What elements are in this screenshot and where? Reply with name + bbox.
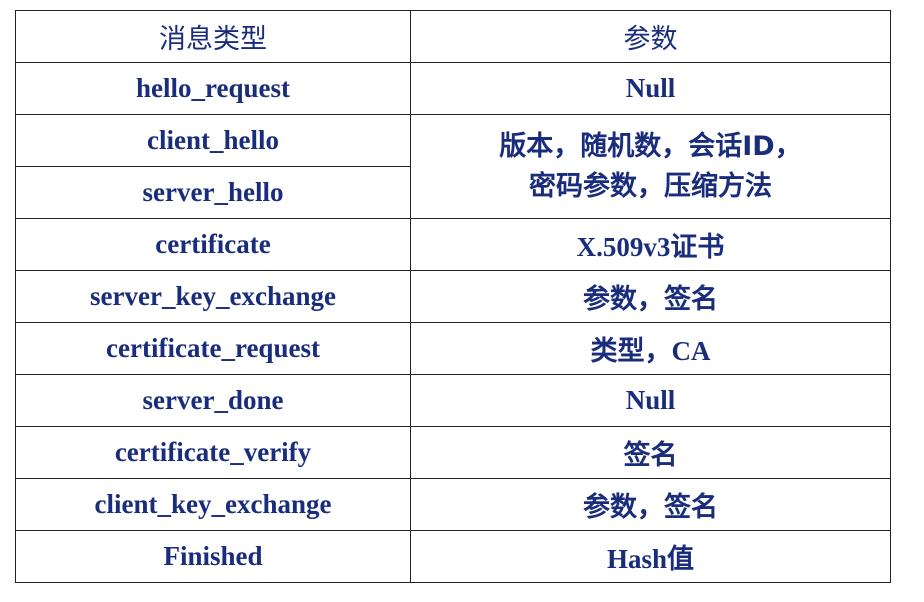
parameter-cell: Null <box>410 374 891 427</box>
parameter-cell: Hash值 <box>410 530 891 583</box>
parameter-cell: 参数，签名 <box>410 270 891 323</box>
message-type-cell: certificate <box>15 218 411 271</box>
message-type-cell: client_hello <box>15 114 411 167</box>
parameter-cell: X.509v3证书 <box>410 218 891 271</box>
message-type-cell: server_done <box>15 374 411 427</box>
header-parameters: 参数 <box>410 10 891 63</box>
table-row: client_key_exchange 参数，签名 <box>15 478 891 531</box>
table-row: server_hello <box>15 166 891 219</box>
message-parameter-table: 消息类型 参数 hello_request Null client_hello … <box>15 10 891 583</box>
parameter-cell: 类型，CA <box>410 322 891 375</box>
table-row: hello_request Null <box>15 62 891 115</box>
message-type-cell: client_key_exchange <box>15 478 411 531</box>
parameter-cell-merged: 版本，随机数，会话ID， 密码参数，压缩方法 <box>410 114 891 219</box>
parameter-cell: Null <box>410 62 891 115</box>
table-row: client_hello 版本，随机数，会话ID， 密码参数，压缩方法 <box>15 114 891 219</box>
table-row: certificate X.509v3证书 <box>15 218 891 271</box>
header-message-type: 消息类型 <box>15 10 411 63</box>
message-type-cell: server_key_exchange <box>15 270 411 323</box>
parameter-cell: 参数，签名 <box>410 478 891 531</box>
message-type-cell: certificate_verify <box>15 426 411 479</box>
table-row: Finished Hash值 <box>15 530 891 583</box>
message-type-cell: server_hello <box>15 166 411 219</box>
message-type-cell: hello_request <box>15 62 411 115</box>
message-type-cell: Finished <box>15 530 411 583</box>
message-type-cell: certificate_request <box>15 322 411 375</box>
table-row: server_done Null <box>15 374 891 427</box>
parameter-line-1: 版本，随机数，会话ID， <box>499 130 802 162</box>
table-header-row: 消息类型 参数 <box>15 10 891 63</box>
table-row: server_key_exchange 参数，签名 <box>15 270 891 323</box>
table-row: certificate_verify 签名 <box>15 426 891 479</box>
parameter-cell: 签名 <box>410 426 891 479</box>
table-row: certificate_request 类型，CA <box>15 322 891 375</box>
parameter-line-2: 密码参数，压缩方法 <box>529 170 772 202</box>
